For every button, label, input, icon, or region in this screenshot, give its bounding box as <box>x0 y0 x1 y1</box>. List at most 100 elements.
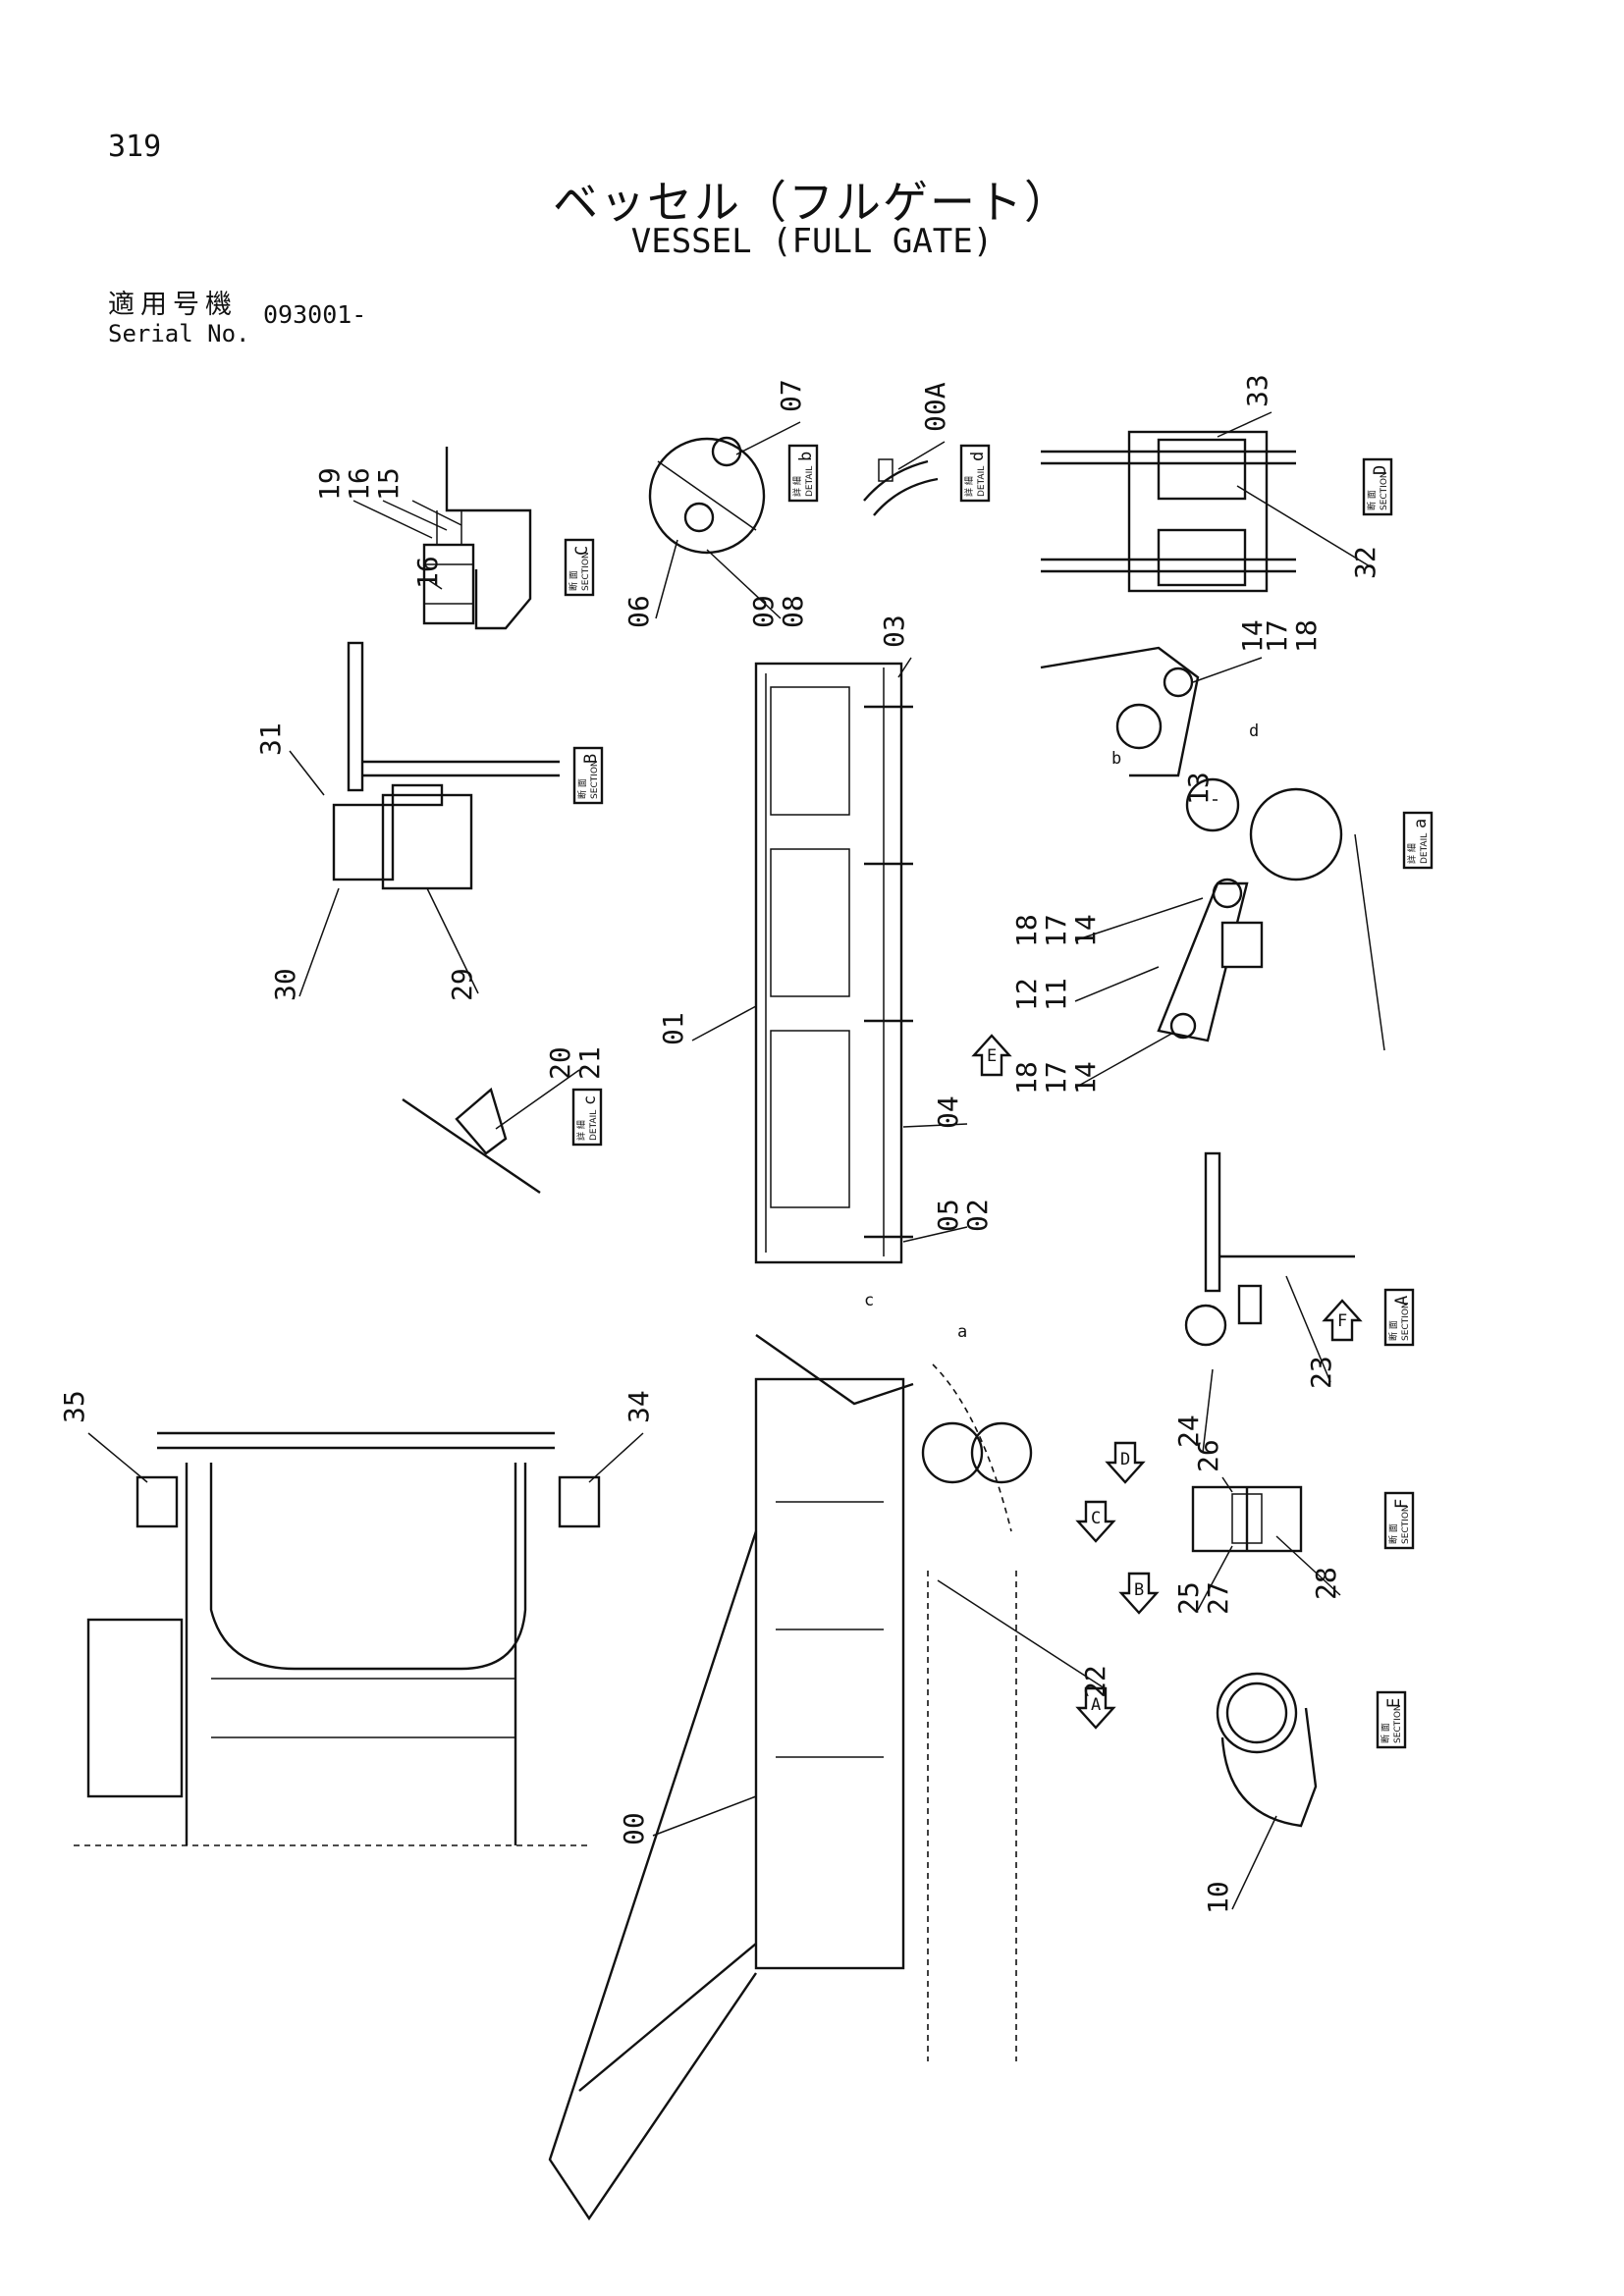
part-label: 01 <box>657 1012 689 1045</box>
svg-text:詳 細: 詳 細 <box>1406 843 1418 864</box>
page-number: 319 <box>108 130 162 164</box>
part-label: 14 <box>1069 1061 1102 1095</box>
leader-line <box>735 421 801 455</box>
part-label: 13 <box>1182 772 1215 805</box>
leader-line <box>1074 897 1204 941</box>
svg-text:A: A <box>1392 1296 1412 1306</box>
part-label: 08 <box>777 595 809 628</box>
leader-line <box>1285 1275 1331 1383</box>
svg-text:SECTION: SECTION <box>1401 1505 1411 1544</box>
part-label: 18 <box>1290 619 1323 653</box>
svg-text:断 面: 断 面 <box>1366 490 1378 510</box>
view-tag-section-f: 断 面 SECTION F <box>1383 1491 1415 1550</box>
part-label: 18 <box>1010 914 1043 947</box>
part-label: 19 <box>313 467 346 501</box>
part-label: 20 <box>544 1046 576 1080</box>
svg-text:詳 細: 詳 細 <box>963 476 975 497</box>
part-label: 31 <box>254 722 287 756</box>
leader-line <box>691 1005 757 1041</box>
svg-text:b: b <box>796 452 816 461</box>
leader-line <box>652 1795 757 1837</box>
leader-line <box>902 1123 968 1128</box>
part-label: 14 <box>1236 619 1269 653</box>
leader-line <box>706 549 782 619</box>
svg-text:B: B <box>581 754 601 764</box>
svg-text:SECTION: SECTION <box>1380 471 1389 510</box>
section-d-view <box>1041 430 1296 593</box>
part-label: 33 <box>1241 374 1273 407</box>
part-label: 06 <box>623 595 655 628</box>
leader-line <box>1202 1368 1214 1454</box>
view-arrow-d: D <box>1105 1441 1146 1484</box>
svg-text:A: A <box>1091 1695 1101 1715</box>
svg-text:F: F <box>1392 1499 1412 1509</box>
leader-line <box>655 539 678 619</box>
svg-text:D: D <box>1371 465 1390 475</box>
leader-line <box>1231 1815 1277 1910</box>
detail-b-view <box>648 436 766 555</box>
part-label: 21 <box>573 1046 606 1080</box>
view-tag-detail-d: 詳 細 DETAIL d <box>959 444 991 503</box>
view-tag-section-a: 断 面 SECTION A <box>1383 1288 1415 1347</box>
leader-line <box>1275 1535 1341 1596</box>
title-japanese: ベッセル（フルゲート） <box>553 176 1071 229</box>
view-arrow-b: B <box>1118 1572 1160 1615</box>
view-tag-section-d: 断 面 SECTION D <box>1362 457 1393 516</box>
rear-frame-view <box>74 1431 601 1846</box>
view-arrow-e: E <box>971 1034 1012 1077</box>
svg-text:SECTION: SECTION <box>590 760 600 799</box>
svg-text:d: d <box>968 452 988 461</box>
part-label: 30 <box>269 968 301 1001</box>
view-tag-section-c: 断 面 SECTION C <box>564 538 595 597</box>
leader-line <box>1217 411 1272 438</box>
part-label: 14 <box>1069 914 1102 947</box>
svg-text:DETAIL: DETAIL <box>977 466 987 497</box>
serial-number-value: 093001- <box>263 300 367 329</box>
svg-text:SECTION: SECTION <box>581 552 591 591</box>
part-label: 17 <box>1261 619 1293 653</box>
leader-line <box>1197 1545 1233 1611</box>
vessel-top-view <box>754 662 913 1264</box>
part-label: 17 <box>1040 1061 1072 1095</box>
section-a-view <box>1184 1151 1355 1347</box>
leader-line <box>87 1432 148 1483</box>
serial-label-japanese: 適用号機 <box>108 290 238 320</box>
detail-c-view <box>402 1087 541 1194</box>
svg-text:断 面: 断 面 <box>1387 1523 1399 1544</box>
section-f-view <box>1191 1485 1303 1553</box>
leader-line <box>289 750 325 796</box>
view-tag-detail-b: 詳 細 DETAIL b <box>787 444 819 503</box>
svg-text:E: E <box>987 1046 997 1066</box>
leader-line <box>902 1226 968 1243</box>
svg-text:DETAIL: DETAIL <box>1420 833 1430 864</box>
view-arrow-f: F <box>1322 1299 1363 1342</box>
part-label: 18 <box>1010 1061 1043 1095</box>
part-label: 29 <box>446 968 478 1001</box>
detail-marker-c: c <box>864 1291 874 1310</box>
svg-text:C: C <box>1091 1509 1101 1528</box>
svg-text:SECTION: SECTION <box>1401 1302 1411 1341</box>
part-label: 05 <box>932 1199 964 1232</box>
detail-marker-b: b <box>1111 749 1121 769</box>
part-label: 25 <box>1172 1581 1205 1615</box>
svg-text:C: C <box>572 546 592 556</box>
leader-line <box>426 578 443 590</box>
leader-line <box>1074 1032 1174 1089</box>
svg-text:D: D <box>1120 1450 1130 1469</box>
detail-marker-d: d <box>1249 721 1259 741</box>
leader-line <box>495 1069 580 1130</box>
detail-d-view <box>863 458 939 516</box>
part-label: 15 <box>372 467 405 501</box>
part-label: 10 <box>1202 1881 1234 1914</box>
svg-text:a: a <box>1411 819 1431 828</box>
svg-text:SECTION: SECTION <box>1393 1704 1403 1743</box>
part-label: 02 <box>961 1199 994 1232</box>
section-c-view <box>422 447 532 630</box>
svg-text:断 面: 断 面 <box>1387 1320 1399 1341</box>
leader-line <box>1192 657 1263 683</box>
part-label: 35 <box>58 1390 90 1423</box>
svg-text:断 面: 断 面 <box>1380 1723 1391 1743</box>
svg-text:断 面: 断 面 <box>568 570 579 591</box>
part-label: 32 <box>1349 546 1381 579</box>
title-english: VESSEL (FULL GATE) <box>630 222 994 261</box>
